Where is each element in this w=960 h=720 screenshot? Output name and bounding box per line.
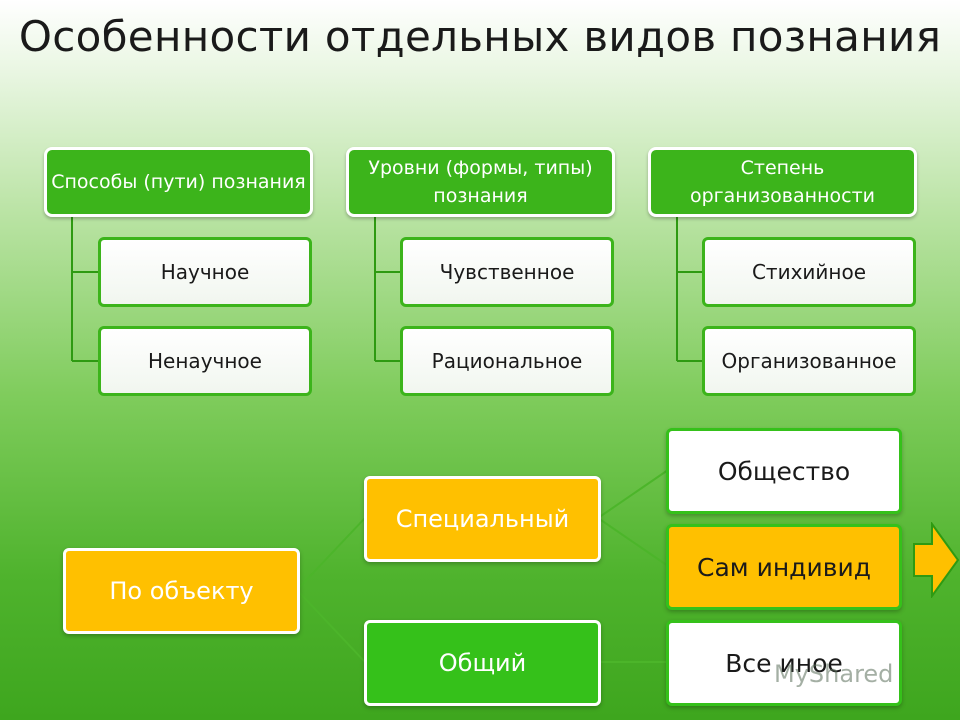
item-non-scientific: Ненаучное bbox=[98, 326, 312, 396]
node-text: По объекту bbox=[109, 577, 254, 605]
item-text: Ненаучное bbox=[148, 349, 262, 373]
root-special-line bbox=[296, 517, 366, 591]
slide-title-text: Особенности отдельных видов познания bbox=[18, 12, 942, 61]
item-scientific: Научное bbox=[98, 237, 312, 307]
item-text: Организованное bbox=[721, 349, 897, 373]
root-general-line bbox=[296, 589, 366, 663]
group-header-organization: Степень организованности bbox=[648, 147, 917, 217]
watermark-logo: MyShared bbox=[774, 660, 893, 688]
group1-connector bbox=[71, 217, 100, 362]
item-text: Стихийное bbox=[751, 260, 867, 284]
node-by-object: По объекту bbox=[63, 548, 300, 634]
item-rational: Рациональное bbox=[400, 326, 614, 396]
group-header-levels: Уровни (формы, типы) познания bbox=[346, 147, 615, 217]
item-text: Чувственное bbox=[439, 260, 575, 284]
special-individual-line bbox=[597, 517, 669, 567]
node-text: Сам индивид bbox=[697, 552, 871, 582]
item-text: Рациональное bbox=[431, 349, 583, 373]
node-text: Специальный bbox=[395, 505, 570, 533]
node-general: Общий bbox=[364, 620, 601, 706]
node-text: Общество bbox=[717, 456, 851, 486]
next-arrow-icon[interactable] bbox=[912, 522, 960, 598]
node-individual: Сам индивид bbox=[666, 524, 902, 610]
slide-title: Особенности отдельных видов познания bbox=[0, 4, 960, 70]
group-header-ways: Способы (пути) познания bbox=[44, 147, 313, 217]
watermark-text: MyShared bbox=[774, 660, 894, 688]
item-text: Научное bbox=[160, 260, 250, 284]
group-header-text: Способы (пути) познания bbox=[51, 171, 306, 193]
item-sensory: Чувственное bbox=[400, 237, 614, 307]
node-text: Общий bbox=[438, 649, 527, 677]
node-society: Общество bbox=[666, 428, 902, 514]
node-text: Все иное bbox=[725, 648, 843, 678]
special-society-line bbox=[597, 469, 669, 519]
group-header-text: Уровни (формы, типы) познания bbox=[368, 157, 593, 207]
group2-connector bbox=[374, 217, 403, 362]
group3-connector bbox=[676, 217, 705, 362]
node-other: Все иное bbox=[666, 620, 902, 706]
node-special: Специальный bbox=[364, 476, 601, 562]
group-header-text: Степень организованности bbox=[690, 157, 875, 207]
item-organized: Организованное bbox=[702, 326, 916, 396]
item-spontaneous: Стихийное bbox=[702, 237, 916, 307]
